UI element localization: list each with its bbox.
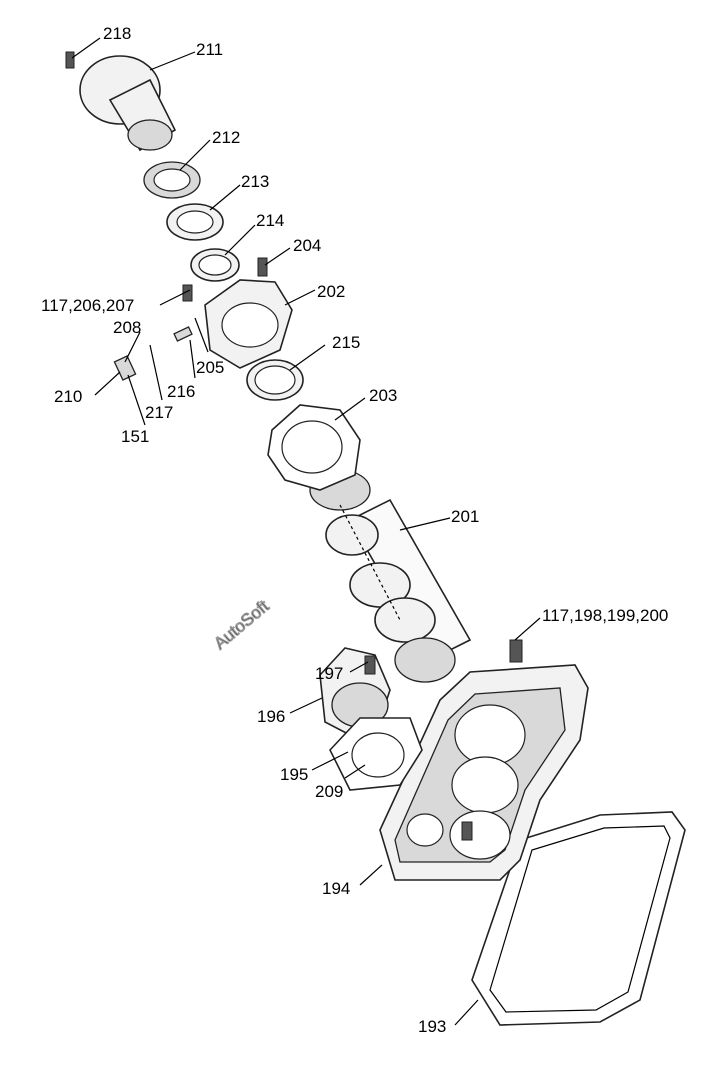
label-215: 215 xyxy=(332,333,360,352)
label-117-206-207: 117,206,207 xyxy=(41,296,134,315)
bearing-212 xyxy=(143,161,201,199)
ring-215 xyxy=(246,359,304,401)
bearing-housing-202 xyxy=(182,257,293,369)
label-151: 151 xyxy=(121,427,149,446)
label-197: 197 xyxy=(315,664,343,683)
label-117-198-199-200: 117,198,199,200 xyxy=(542,606,668,625)
label-208: 208 xyxy=(113,318,141,337)
gasket-203 xyxy=(267,404,361,491)
leader-lines xyxy=(71,37,541,1026)
label-201: 201 xyxy=(451,507,479,526)
label-202: 202 xyxy=(317,282,345,301)
label-210: 210 xyxy=(54,387,82,406)
label-209: 209 xyxy=(315,782,343,801)
watermark: AutoSoft xyxy=(210,596,272,653)
part-labels: 218 211 212 213 214 204 202 117,206,207 … xyxy=(41,24,668,1036)
housing-194 xyxy=(379,639,589,881)
seal-213 xyxy=(166,203,224,241)
label-195: 195 xyxy=(280,765,308,784)
label-194: 194 xyxy=(322,879,350,898)
label-214: 214 xyxy=(256,211,284,230)
label-216: 216 xyxy=(167,382,195,401)
label-205: 205 xyxy=(196,358,224,377)
label-217: 217 xyxy=(145,403,173,422)
label-213: 213 xyxy=(241,172,269,191)
cover-196 xyxy=(319,647,423,791)
label-203: 203 xyxy=(369,386,397,405)
plug-210 xyxy=(113,326,193,381)
label-211: 211 xyxy=(196,40,223,59)
gasket-193 xyxy=(471,811,686,1026)
seal-214 xyxy=(190,248,240,282)
label-212: 212 xyxy=(212,128,240,147)
flange-211 xyxy=(65,51,177,152)
label-218: 218 xyxy=(103,24,131,43)
label-193: 193 xyxy=(418,1017,446,1036)
label-204: 204 xyxy=(293,236,321,255)
shaft-assembly-201 xyxy=(309,469,472,683)
label-196: 196 xyxy=(257,707,285,726)
